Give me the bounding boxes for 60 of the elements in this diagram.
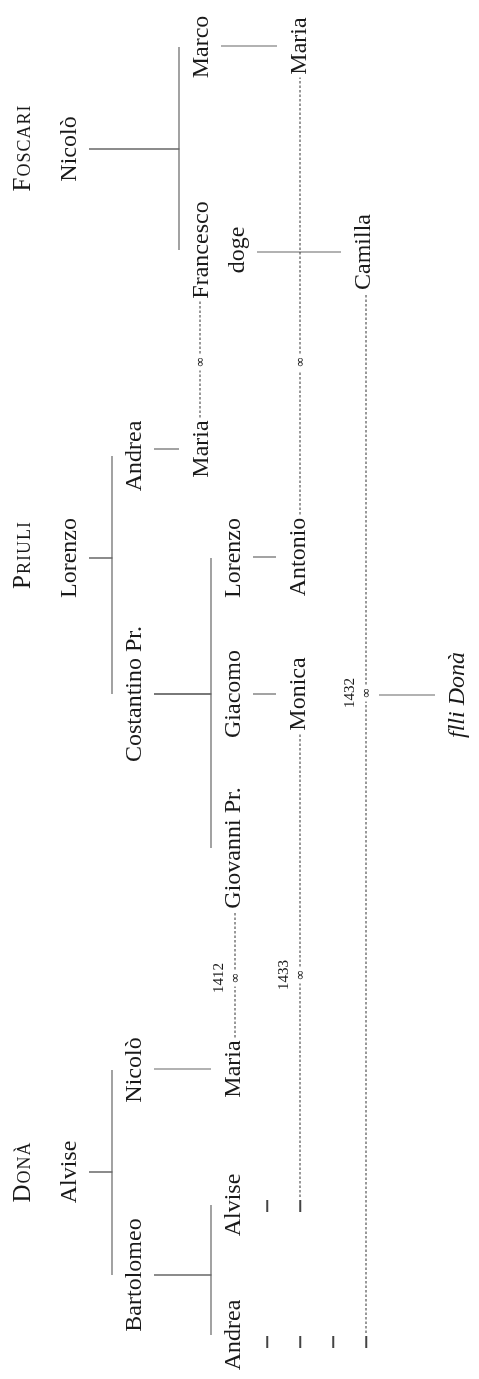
person-name: Andrea	[118, 420, 148, 492]
child-dash	[266, 1200, 268, 1212]
person-name: Alvise	[217, 1173, 247, 1237]
year-label: 1432	[341, 678, 357, 708]
dashed-line	[234, 986, 236, 1038]
person-name: Monica	[282, 657, 312, 731]
dashed-line	[365, 292, 367, 685]
person-name: Maria	[283, 17, 313, 75]
person-name: Bartolomeo	[118, 1218, 148, 1332]
dashed-line	[299, 370, 301, 515]
tree-line	[153, 1204, 212, 1276]
marriage-symbol: ∞	[359, 687, 373, 699]
person-name: Giovanni Pr.	[217, 787, 247, 909]
marriage-symbol: ∞	[293, 969, 307, 981]
person-name: Lorenzo	[217, 518, 247, 598]
person-name: Francesco doge	[185, 201, 251, 299]
dashed-line	[299, 77, 301, 354]
person-name: flli Donà	[441, 652, 471, 738]
tree-line	[88, 46, 180, 150]
child-dash	[365, 1336, 367, 1348]
tree-line	[153, 557, 212, 695]
person-name: Marco	[185, 15, 215, 79]
person-name: Alvise	[53, 1140, 83, 1204]
person-name: Maria	[185, 420, 215, 478]
person-name: Camilla	[347, 214, 377, 290]
tree-line	[88, 1069, 113, 1173]
year-label: 1412	[210, 963, 226, 993]
tree-line	[378, 694, 436, 696]
child-dash	[299, 1336, 301, 1348]
dashed-line	[365, 701, 367, 1334]
dashed-line	[199, 301, 201, 354]
tree-line	[153, 448, 180, 450]
tree-line	[220, 45, 278, 47]
tree-line	[88, 455, 113, 559]
tree-line	[256, 251, 342, 253]
person-name: Nicolò	[53, 116, 83, 182]
person-name: Andrea	[217, 1299, 247, 1371]
tree-line	[153, 1068, 212, 1070]
dashed-line	[299, 733, 301, 967]
dashed-line	[199, 370, 201, 418]
person-name: Lorenzo	[53, 518, 83, 598]
tree-line	[252, 693, 277, 695]
marriage-symbol: ∞	[228, 972, 242, 984]
child-dash	[299, 1200, 301, 1212]
person-name: Nicolò	[118, 1037, 148, 1103]
person-name: Costantino Pr.	[118, 626, 148, 762]
marriage-symbol: ∞	[193, 356, 207, 368]
tree-line	[252, 556, 277, 558]
person-name: Antonio	[282, 517, 312, 597]
child-dash	[266, 1336, 268, 1348]
dashed-line	[234, 911, 236, 970]
child-dash	[332, 1336, 334, 1348]
family-name: Donà	[8, 1141, 36, 1203]
family-name: Priuli	[8, 521, 36, 589]
marriage-symbol: ∞	[293, 356, 307, 368]
family-name: Foscari	[8, 104, 36, 192]
person-name: Giacomo	[217, 650, 247, 738]
person-name: Maria	[217, 1040, 247, 1098]
year-label: 1433	[275, 960, 291, 990]
dashed-line	[299, 983, 301, 1198]
